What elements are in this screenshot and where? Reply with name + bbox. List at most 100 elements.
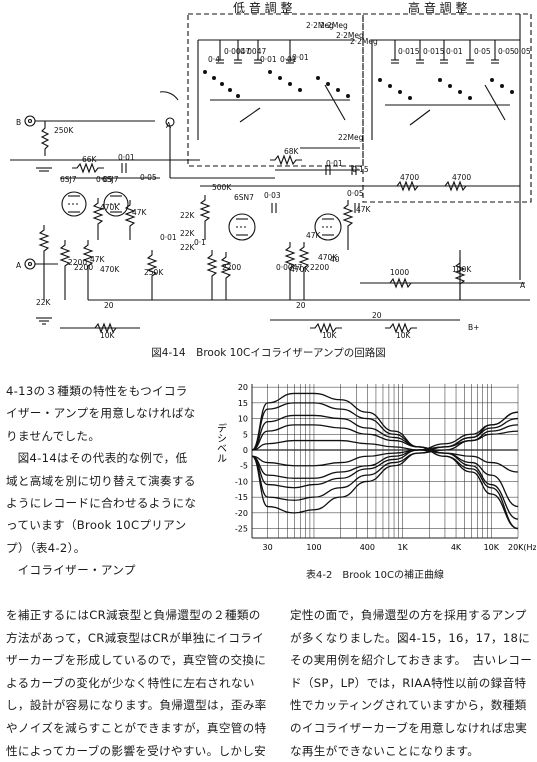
x-tick-label: 1K	[397, 543, 408, 552]
component-label: 40	[330, 255, 340, 264]
paragraph: イコライザー・アンプ	[17, 563, 136, 578]
component-label: 0·03	[264, 191, 281, 200]
component-label: 470K	[290, 265, 310, 274]
bottom-left-text: を補正するにはCR減衰型と負帰還型の２種類の方法があって，CR減衰型はCRが単独…	[6, 604, 271, 762]
component-label: 47K	[306, 231, 322, 240]
component-label: 0·015	[398, 47, 420, 56]
series-line	[251, 392, 519, 530]
component-label: 2·2Meg	[306, 21, 334, 30]
component-label: 2·2Meg	[336, 31, 364, 40]
figure-caption: 図4-14 Brook 10Cイコライザーアンプの回路図	[151, 347, 386, 359]
series-line	[251, 411, 519, 489]
component-label: 22K	[180, 229, 196, 238]
y-tick-label: 15	[238, 399, 248, 408]
series-line	[251, 411, 519, 501]
component-label: 47K	[356, 205, 372, 214]
component-label: 0·015	[423, 47, 445, 56]
component-label: 2200	[74, 263, 93, 272]
component-label: B	[16, 118, 21, 127]
component-label: 0·05	[474, 47, 491, 56]
chart-lines	[251, 392, 519, 530]
component-label: 66K	[82, 155, 98, 164]
y-tick-label: 20	[238, 383, 248, 392]
component-label: 0·05	[140, 173, 157, 182]
component-label: 6SN7	[234, 193, 254, 202]
component-label: 470K	[100, 265, 120, 274]
component-label: 0·01	[118, 153, 135, 162]
component-label: 0·1	[194, 238, 206, 247]
paragraph: 図4-14はその代表的な例で，低域と高域を別に切り替えて演奏するようにレコードに…	[6, 451, 197, 555]
component-label: 0·0047	[240, 47, 266, 56]
component-label: 0·0047	[276, 263, 302, 272]
component-label: 0·01	[326, 159, 343, 168]
component-label: 0·05	[498, 47, 515, 56]
x-tick-label: 100	[306, 543, 321, 552]
component-label: 10K	[396, 331, 412, 340]
component-label: 22Meg	[338, 133, 364, 142]
component-label: 22K	[36, 298, 52, 307]
component-label: 47K	[90, 255, 106, 264]
component-label: 10K	[100, 331, 116, 340]
treble-section-title: 高 音 調 整	[408, 0, 467, 15]
component-label: 470K	[318, 253, 338, 262]
component-label: 4700	[452, 173, 471, 182]
component-label: 2200	[310, 263, 329, 272]
component-label: 20	[104, 301, 114, 310]
y-tick-label: -20	[235, 509, 248, 518]
series-line	[251, 430, 519, 467]
component-label: 0·15	[352, 165, 369, 174]
paragraph: 4-13の３種類の特性をもつイコライザー・アンプを用意しなければなりませんでした…	[6, 384, 196, 443]
component-label: A	[16, 261, 22, 270]
component-label: 6SJ7	[102, 175, 119, 184]
component-label: 2·2Meg	[350, 37, 378, 46]
paragraph: を補正するにはCR減衰型と負帰還型の２種類の方法があって，CR減衰型はCRが単独…	[6, 608, 267, 758]
component-label: 0·05	[514, 47, 531, 56]
y-axis-label: デシベル	[215, 422, 227, 463]
component-label: 4700	[400, 173, 419, 182]
component-label: 0·05	[347, 189, 364, 198]
component-label: 0·4	[208, 55, 220, 64]
component-label: 0·01	[160, 233, 177, 242]
series-line	[251, 424, 519, 508]
component-label: 250K	[54, 126, 74, 135]
x-tick-label: 10K	[484, 543, 500, 552]
component-label: 0·01	[292, 53, 309, 62]
component-label: 0·01	[446, 47, 463, 56]
component-label: 20	[296, 301, 306, 310]
component-label: 68K	[284, 147, 300, 156]
y-tick-label: -25	[235, 525, 248, 534]
component-label: 0·01	[280, 55, 297, 64]
component-label: 2·2Meg	[320, 21, 348, 30]
component-label: 470K	[100, 203, 120, 212]
series-line	[251, 402, 519, 530]
component-label: 22K	[180, 243, 196, 252]
x-tick-label: 30	[263, 543, 273, 552]
y-tick-label: 0	[243, 446, 248, 455]
component-label: B+	[468, 323, 479, 332]
component-label: 0·01	[260, 55, 277, 64]
y-tick-label: 5	[243, 430, 248, 439]
series-line	[251, 439, 519, 473]
y-tick-label: -5	[240, 462, 248, 471]
component-label: 250K	[144, 268, 164, 277]
x-tick-label: 400	[360, 543, 375, 552]
y-tick-label: 10	[238, 415, 248, 424]
x-tick-label: 4K	[451, 543, 462, 552]
series-line	[251, 414, 519, 520]
component-label: 0·0047	[224, 47, 250, 56]
component-label: 2200	[222, 263, 241, 272]
y-tick-label: -10	[235, 477, 248, 486]
component-label: A	[520, 281, 526, 290]
component-label: 47K	[132, 208, 148, 217]
series-line	[251, 424, 519, 514]
chart-caption: 表4-2 Brook 10Cの補正曲線	[306, 570, 444, 581]
component-label: 2200	[68, 258, 87, 267]
bottom-right-text: 定性の面で，負帰還型の方を採用するアンプが多くなりました。図4-15，16，17…	[290, 604, 534, 762]
component-label: 100K	[452, 265, 472, 274]
left-column-text: 4-13の３種類の特性をもつイコライザー・アンプを用意しなければなりませんでした…	[6, 380, 198, 582]
component-label: 500K	[212, 183, 232, 192]
